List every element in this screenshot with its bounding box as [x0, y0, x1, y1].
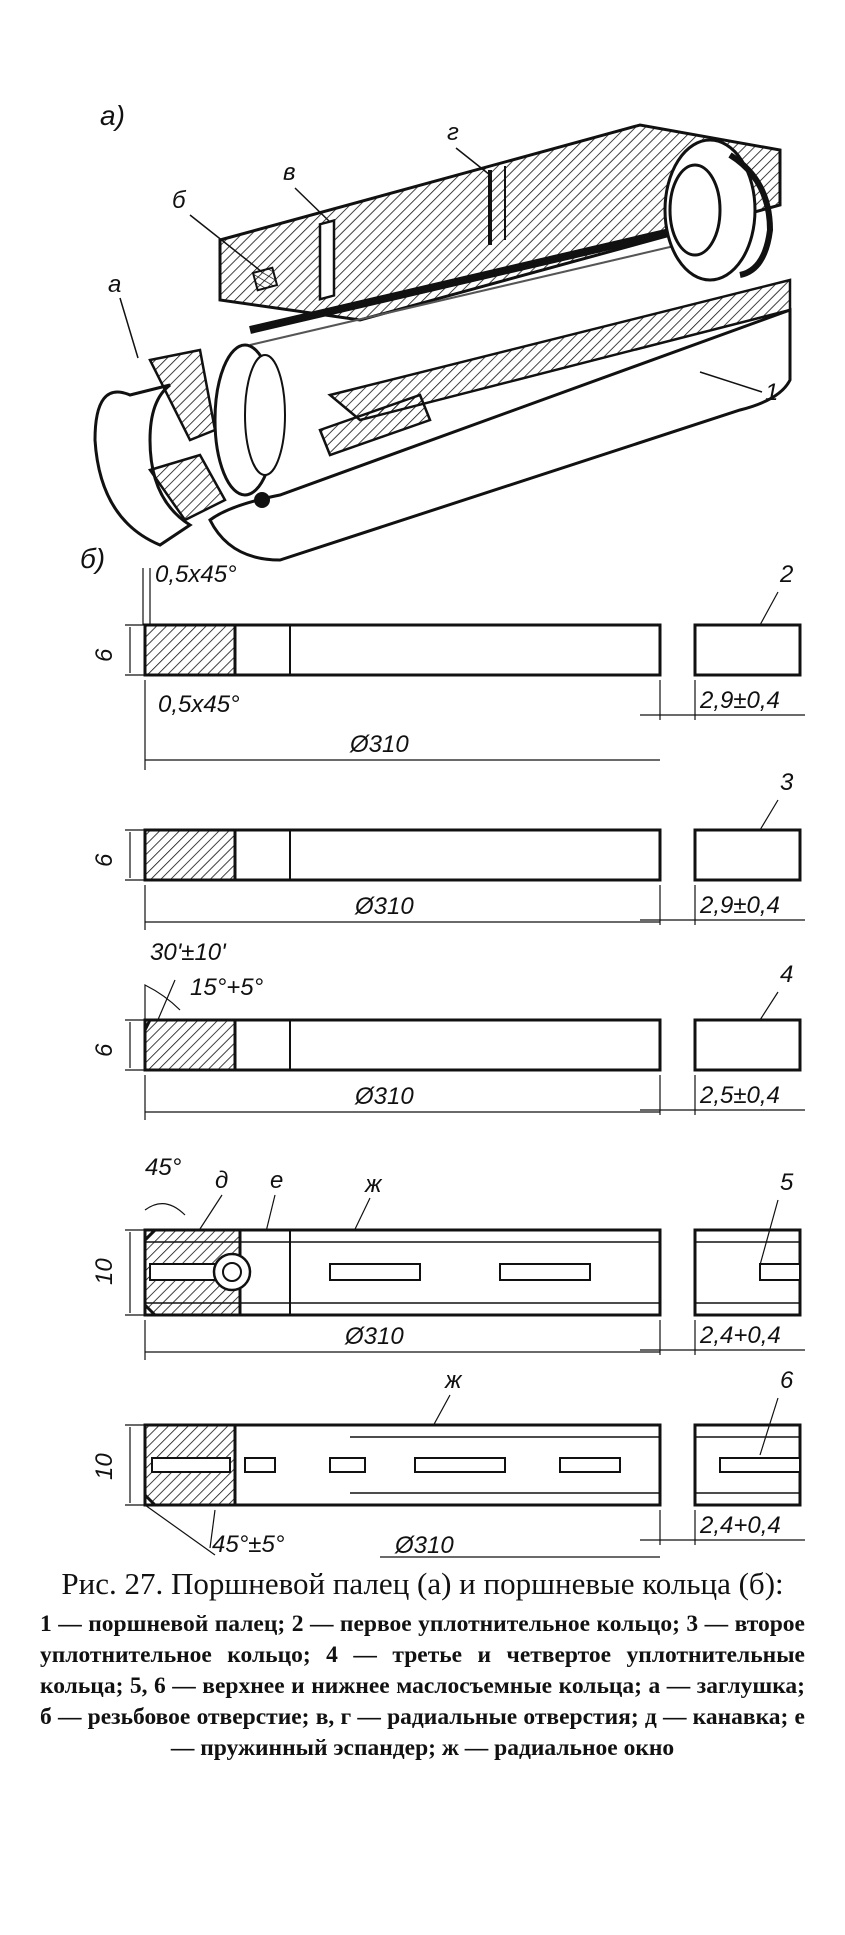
part-b-label: б)	[80, 543, 105, 574]
piston-pin-illustration: а) а б в г 1	[93, 100, 792, 562]
ring-4-angle-bottom: 15°+5°	[190, 974, 264, 1001]
ring-6-label-zh: ж	[444, 1367, 463, 1394]
caption-text: 1 — поршневой палец; 2 — первое уплотнит…	[40, 1611, 805, 1761]
ring-4-section: 30'±10' 15°+5° 6 Ø310 2,5±0,4 4	[91, 939, 805, 1120]
ring-4-height: 6	[91, 1043, 118, 1057]
ring-5-gap: 2,4+0,4	[699, 1322, 781, 1349]
ring-6-number: 6	[780, 1367, 794, 1394]
ring-3-gap: 2,9±0,4	[699, 892, 780, 919]
ring-5-height: 10	[91, 1258, 118, 1285]
ring-2-diameter: Ø310	[349, 731, 409, 758]
ring-3-section: 6 Ø310 2,9±0,4 3	[91, 769, 805, 930]
ring-4-number: 4	[780, 961, 793, 988]
label-a: а	[108, 271, 121, 298]
ring-5-section: 45° д е ж 10 Ø310 2,4+0,4 5	[91, 1154, 805, 1360]
ring-6-gap: 2,4+0,4	[699, 1512, 781, 1539]
label-g: г	[447, 119, 459, 146]
ring-5-label-e: е	[270, 1167, 283, 1194]
label-1: 1	[765, 379, 778, 406]
ring-6-diameter: Ø310	[394, 1532, 454, 1559]
ring-6-angle: 45°±5°	[212, 1531, 285, 1558]
ring-5-label-d: д	[215, 1167, 228, 1194]
caption-title: Рис. 27. Поршневой палец (а) и поршневые…	[61, 1566, 784, 1601]
part-a-label: а)	[100, 100, 125, 131]
ring-2-height: 6	[91, 648, 118, 662]
ring-5-label-zh: ж	[364, 1171, 383, 1198]
ring-6-section: ж 10 45°±5° Ø310 2,4+0,4 6	[91, 1367, 805, 1559]
ring-3-diameter: Ø310	[354, 893, 414, 920]
ring-3-height: 6	[91, 853, 118, 867]
ring-4-gap: 2,5±0,4	[699, 1082, 780, 1109]
ring-2-gap: 2,9±0,4	[699, 687, 780, 714]
label-v: в	[283, 159, 296, 186]
ring-5-diameter: Ø310	[344, 1323, 404, 1350]
ring-2-bottom-chamfer: 0,5x45°	[158, 691, 240, 718]
ring-6-height: 10	[91, 1453, 118, 1480]
ring-2-number: 2	[779, 561, 793, 588]
figure-caption: Рис. 27. Поршневой палец (а) и поршневые…	[40, 1565, 805, 1764]
label-b: б	[172, 187, 187, 214]
ring-2-section: 0,5x45° 6 0,5x45° Ø310 2,9±0,4 2	[91, 561, 805, 770]
ring-3-number: 3	[780, 769, 794, 796]
ring-4-diameter: Ø310	[354, 1083, 414, 1110]
technical-drawing: а) а б в г 1	[80, 100, 805, 1559]
ring-5-angle: 45°	[145, 1154, 182, 1181]
ring-2-top-chamfer: 0,5x45°	[155, 561, 237, 588]
ring-5-number: 5	[780, 1169, 794, 1196]
ring-4-angle-top: 30'±10'	[150, 939, 227, 966]
